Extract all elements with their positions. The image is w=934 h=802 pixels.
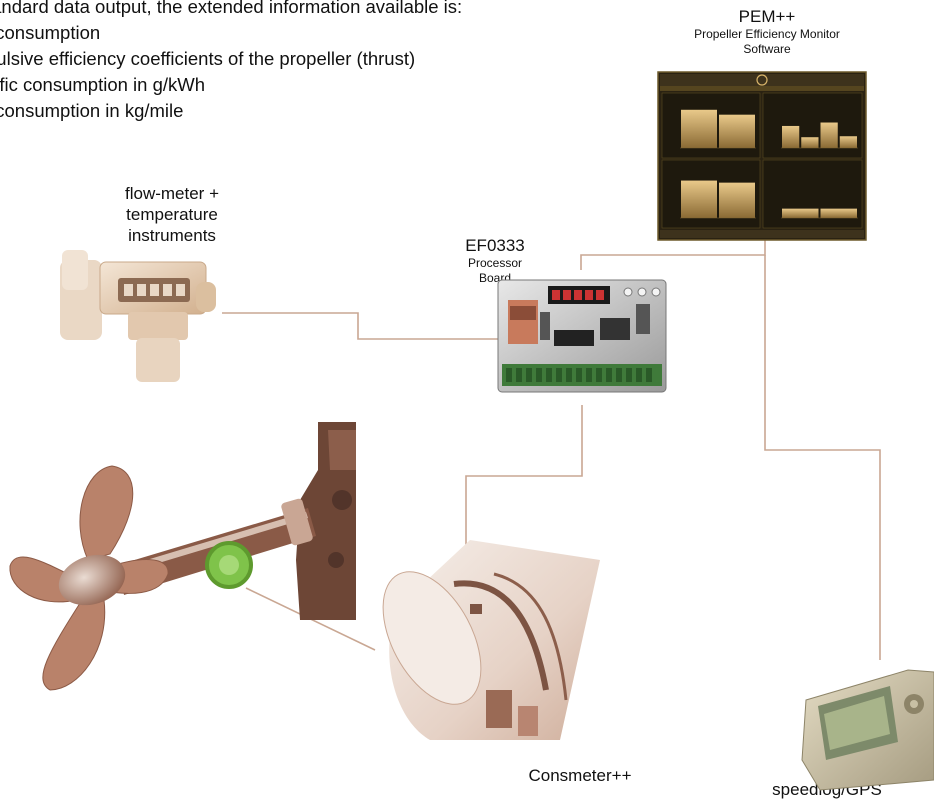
intro-text: tandard data output, the extended inform… [0,0,462,124]
connector-lines [222,238,881,660]
screen-bar [820,122,838,148]
intro-item: l consumption in kg/mile [0,100,184,121]
pem-label: PEM++ Propeller Efficiency Monitor Softw… [672,6,862,57]
intro-item: cific consumption in g/kWh [0,74,206,95]
connector-board-consmeter [465,405,583,548]
connector-pem-gps [764,255,881,660]
propeller-hub [58,554,126,606]
engine-block [296,422,356,620]
pem-screen [657,71,867,241]
flowmeter-line: temperature [126,205,218,224]
intro-heading: tandard data output, the extended inform… [0,0,463,17]
processor-name: EF0333 [465,236,525,255]
screen-bar [681,180,717,218]
sensor-highlight-center [219,555,239,575]
intro-item: l consumption [0,22,101,43]
screen-bar [820,208,857,218]
screen-bar [681,109,717,148]
screen-bar [839,136,857,148]
screen-bar [782,208,819,218]
screen-bar [782,125,800,148]
consmeter-device [382,540,600,740]
processor-line: Processor [467,256,523,270]
screen-bar [719,114,755,148]
flowmeter-device [60,250,216,382]
flowmeter-label: flow-meter + temperature instruments [72,183,272,246]
gps-device [801,669,934,791]
intro-item: pulsive efficiency coefficients of the p… [0,48,416,69]
pem-subtitle: Software [743,42,791,56]
processor-board [497,279,667,393]
flowmeter-line: instruments [128,226,216,245]
consmeter-label: Consmeter++ [528,766,632,785]
screen-bar [801,137,819,148]
pem-name: PEM++ [738,7,796,26]
flowmeter-line: flow-meter + [125,184,219,203]
connector-flowmeter-board [222,312,498,340]
screen-bar [719,182,755,218]
pem-subtitle: Propeller Efficiency Monitor [694,27,840,41]
connector-board-pem [580,238,766,270]
